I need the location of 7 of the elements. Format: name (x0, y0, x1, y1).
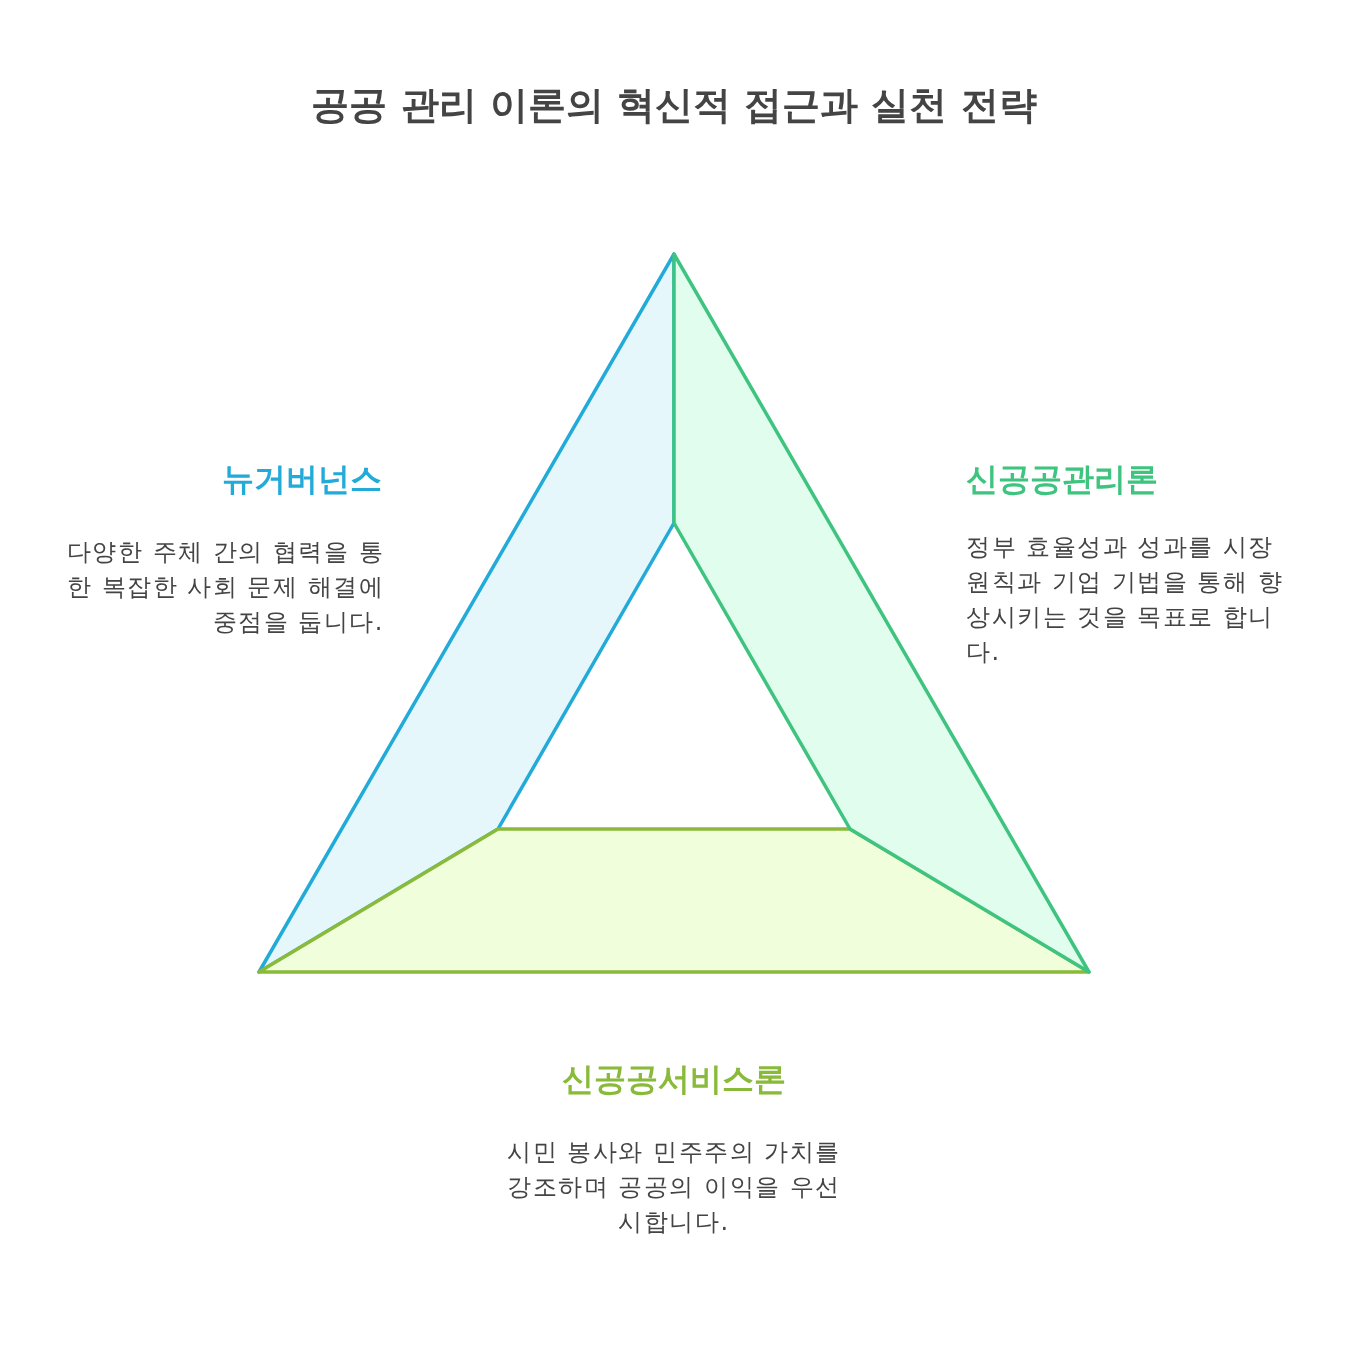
description-text: 정부 효율성과 성과를 시장 원칙과 기업 기법을 통해 향상시키는 것을 목표로 합니다. (966, 532, 1284, 668)
title: 공공 관리 이론의 혁신적 접근과 실천 전략 (310, 82, 1038, 129)
description-text: 시민 봉사와 민주주의 가치를 강조하며 공공의 이익을 우선시합니다. (506, 1137, 842, 1238)
section-heading: 뉴거버넌스 (221, 459, 382, 500)
description-text: 다양한 주체 간의 협력을 통한 복잡한 사회 문제 해결에 중점을 둡니다. (66, 537, 384, 638)
section-heading: 신공공서비스론 (561, 1059, 787, 1100)
section-heading: 신공공관리론 (966, 459, 1159, 500)
